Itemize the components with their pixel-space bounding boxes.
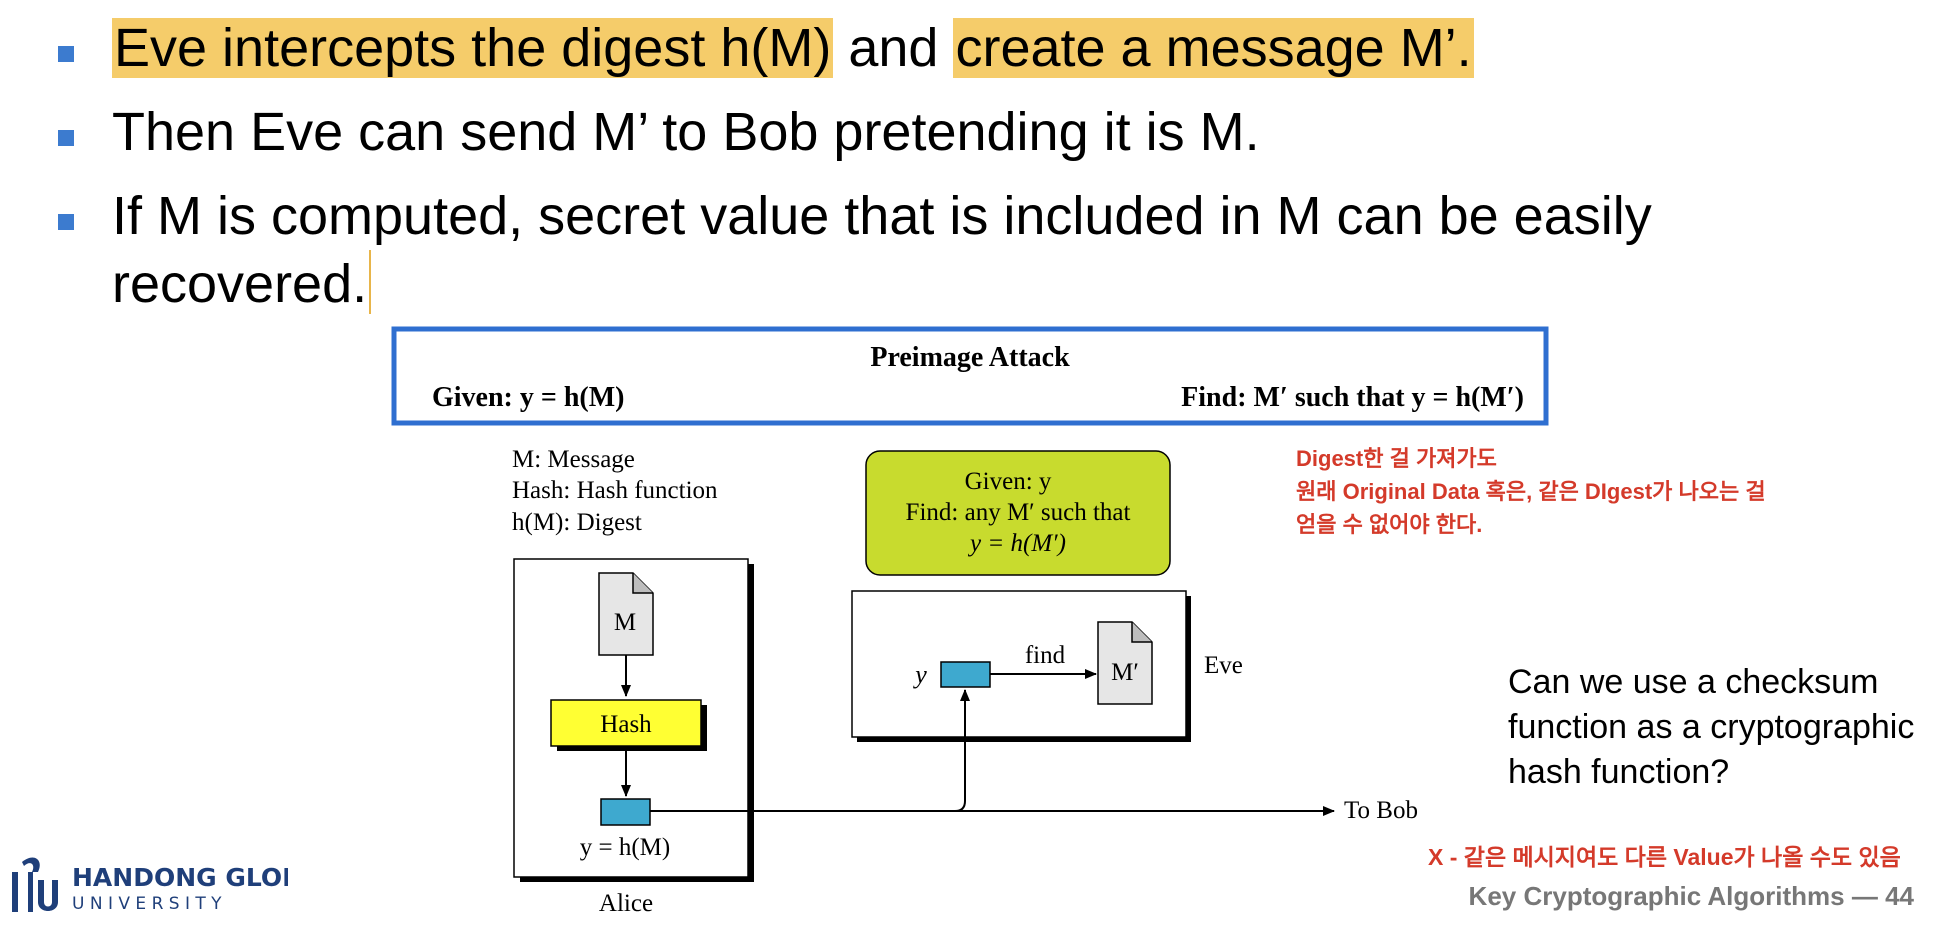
slide-footer: Key Cryptographic Algorithms — 44	[1424, 881, 1914, 912]
bullet-3-recovered: recovered.	[112, 254, 368, 314]
preimage-header-box	[391, 326, 1549, 426]
bullet-1: Eve intercepts the digest h(M) and creat…	[112, 14, 1474, 82]
handong-logo: HANDONG GLOBAL U N I V E R S I T Y	[12, 857, 288, 914]
korean-annotation-line-3: 얻을 수 없어야 한다.	[1296, 512, 1483, 537]
bullet-3-line-1: If M is computed, secret value that is i…	[112, 186, 1652, 246]
hgu-emblem-icon	[12, 857, 58, 912]
bullet-marker	[58, 130, 74, 146]
find-label: find	[1025, 642, 1066, 669]
eve-note-find: Find: any M′ such that	[906, 499, 1131, 526]
preimage-title: Preimage Attack	[870, 342, 1070, 373]
text-caret	[369, 250, 372, 314]
forged-doc-icon	[1097, 621, 1153, 705]
checksum-answer: X - 같은 메시지여도 다른 Value가 나올 수도 있음	[1428, 844, 1901, 870]
legend-digest: h(M): Digest	[512, 509, 642, 536]
message-doc-label: M	[614, 609, 636, 636]
message-doc-icon	[598, 572, 654, 656]
bullet-marker	[58, 46, 74, 62]
hash-label: Hash	[600, 711, 652, 738]
footer-text: Key Cryptographic Algorithms — 44	[1468, 881, 1914, 911]
preimage-find: Find: M′ such that y = h(M′)	[1181, 382, 1524, 413]
korean-annotation-line-2: 원래 Original Data 혹은, 같은 DIgest가 나오는 걸	[1296, 479, 1766, 504]
logo-line-1: HANDONG GLOBAL	[72, 863, 288, 892]
eve-goal-note	[865, 450, 1171, 576]
eve-y-label: y	[912, 660, 927, 689]
hash-box	[550, 699, 702, 747]
preimage-given: Given: y = h(M)	[432, 382, 625, 413]
korean-annotation-line-1: Digest한 걸 가져가도	[1296, 446, 1497, 471]
legend-hash: Hash: Hash function	[512, 477, 718, 504]
bullet-3-line-2: recovered.	[112, 250, 372, 318]
alice-label: Alice	[599, 890, 653, 917]
forged-doc-label: M′	[1111, 659, 1139, 686]
eve-digest-box	[940, 661, 991, 688]
bullet-1-and: and	[848, 18, 939, 78]
bullet-1-highlight-2: create a message M’.	[953, 18, 1474, 78]
eve-note-given: Given: y	[965, 468, 1052, 495]
eve-label: Eve	[1204, 652, 1243, 679]
checksum-question: Can we use a checksum function as a cryp…	[1508, 663, 1915, 791]
digest-label: y = h(M)	[580, 834, 670, 861]
legend-message: M: Message	[512, 446, 635, 473]
logo-line-2: U N I V E R S I T Y	[72, 894, 222, 914]
bullet-2: Then Eve can send M’ to Bob pretending i…	[112, 102, 1260, 162]
digest-box	[600, 798, 651, 826]
to-bob-label: To Bob	[1344, 797, 1418, 824]
korean-annotation: Digest한 걸 가져가도 원래 Original Data 혹은, 같은 D…	[1296, 442, 1766, 541]
bullet-marker	[58, 214, 74, 230]
eve-note-equation: y = h(M′)	[967, 530, 1066, 557]
bullet-1-highlight-1: Eve intercepts the digest h(M)	[112, 18, 834, 78]
